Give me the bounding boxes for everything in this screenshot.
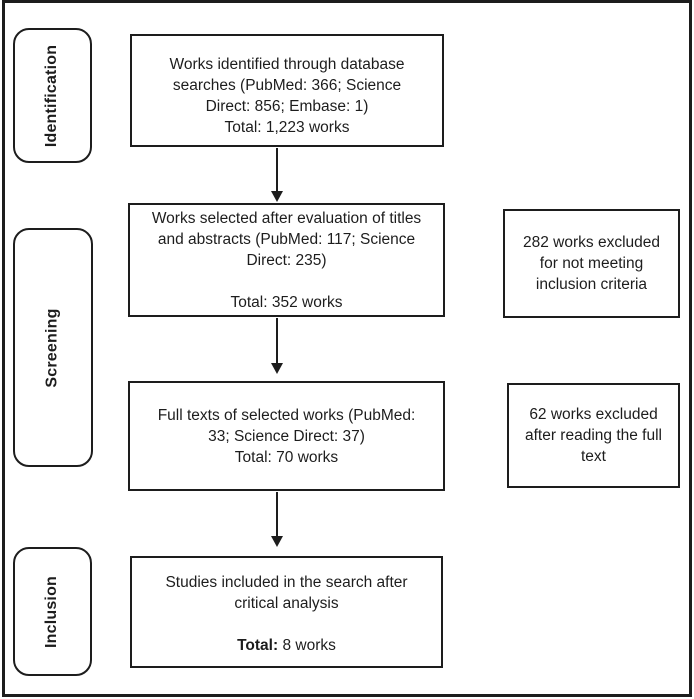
arrow-selected-to-full-texts — [270, 318, 283, 374]
exclusion-box-title-abstract-line: inclusion criteria — [535, 276, 648, 293]
flow-box-identified-line: Direct: 856; Embase: 1) — [205, 97, 369, 115]
flow-box-included-total-label: Total: — [237, 637, 279, 654]
exclusion-box-title-abstract-line: for not meeting — [539, 255, 644, 272]
stage-screening-label: Screening — [44, 307, 62, 388]
flow-box-identified-total: Total: 1,223 works — [224, 118, 350, 136]
flow-box-selected-line: Direct: 235) — [246, 251, 327, 269]
flow-box-full-texts-total: Total: 70 works — [234, 448, 339, 466]
flow-box-selected-line: and abstracts (PubMed: 117; Science — [157, 230, 416, 248]
flow-box-identified-line: searches (PubMed: 366; Science — [172, 76, 402, 94]
flow-box-included-line: critical analysis — [234, 595, 339, 612]
exclusion-box-full-text-line: 62 works excluded — [529, 406, 658, 423]
flow-box-full-texts-line: 33; Science Direct: 37) — [208, 427, 365, 445]
exclusion-box-full-text-line: text — [581, 448, 606, 465]
flow-box-included-total-value: 8 works — [282, 637, 336, 654]
exclusion-box-full-text: 62 works excluded after reading the full… — [507, 383, 680, 488]
arrow-full-texts-to-included — [270, 492, 283, 547]
stage-identification-label: Identification — [43, 44, 61, 147]
flow-box-included: Studies included in the search after cri… — [130, 556, 443, 668]
flow-box-selected-total: Total: 352 works — [230, 293, 343, 311]
flow-box-full-texts: Full texts of selected works (PubMed: 33… — [128, 381, 445, 491]
flow-box-included-total: Total: 8 works — [237, 635, 336, 656]
exclusion-box-title-abstract: 282 works excluded for not meeting inclu… — [503, 209, 680, 318]
stage-identification: Identification — [13, 28, 92, 163]
flow-box-title-abstract-selected: Works selected after evaluation of title… — [128, 203, 445, 317]
exclusion-box-title-abstract-line: 282 works excluded — [523, 234, 660, 251]
exclusion-box-full-text-line: after reading the full — [524, 427, 662, 444]
flow-box-included-line: Studies included in the search after — [165, 574, 408, 591]
flow-box-identified: Works identified through database search… — [130, 34, 444, 147]
flow-box-full-texts-line: Full texts of selected works (PubMed: — [157, 406, 416, 424]
stage-inclusion-label: Inclusion — [43, 575, 61, 648]
stage-inclusion: Inclusion — [13, 547, 92, 676]
stage-screening: Screening — [13, 228, 93, 467]
flow-box-identified-line: Works identified through database — [169, 55, 405, 73]
flow-box-selected-line: Works selected after evaluation of title… — [151, 209, 422, 227]
arrow-identified-to-selected — [270, 148, 283, 202]
